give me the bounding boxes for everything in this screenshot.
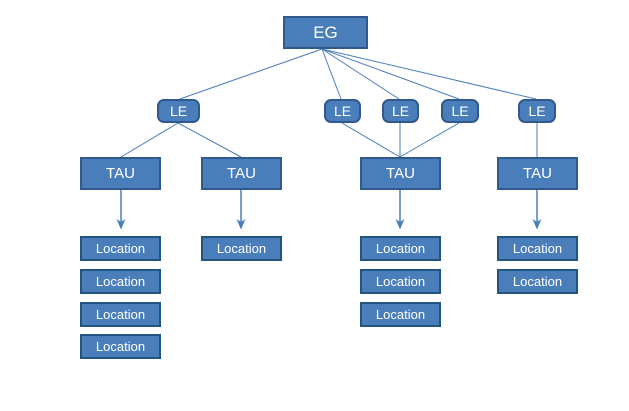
node-location-c1-1[interactable]: Location — [80, 236, 161, 261]
node-tau-label: TAU — [227, 165, 256, 182]
node-le-4[interactable]: LE — [441, 99, 479, 123]
node-location-label: Location — [512, 274, 563, 289]
edge-le4-tau3 — [399, 122, 460, 158]
node-location-label: Location — [95, 241, 146, 256]
edge-le2-tau3 — [341, 122, 401, 158]
node-tau-3[interactable]: TAU — [360, 157, 441, 190]
node-le-5[interactable]: LE — [518, 99, 556, 123]
node-location-c1-2[interactable]: Location — [80, 269, 161, 294]
node-location-c1-4[interactable]: Location — [80, 334, 161, 359]
node-location-label: Location — [216, 241, 267, 256]
node-le-1[interactable]: LE — [157, 99, 200, 123]
node-le-2[interactable]: LE — [324, 99, 361, 123]
edges-le-to-tau — [120, 122, 538, 158]
node-eg-label: EG — [313, 23, 338, 42]
node-location-label: Location — [95, 307, 146, 322]
node-location-label: Location — [512, 241, 563, 256]
node-location-c3-3[interactable]: Location — [360, 302, 441, 327]
edges-eg-to-le — [179, 48, 537, 100]
node-le-label: LE — [451, 103, 469, 119]
node-location-c2-1[interactable]: Location — [201, 236, 282, 261]
node-le-label: LE — [391, 103, 410, 119]
node-tau-2[interactable]: TAU — [201, 157, 282, 190]
node-le-label: LE — [169, 103, 188, 119]
node-location-c4-2[interactable]: Location — [497, 269, 578, 294]
node-le-label: LE — [528, 103, 546, 119]
node-location-c4-1[interactable]: Location — [497, 236, 578, 261]
edge-eg-le3 — [321, 48, 400, 100]
node-location-label: Location — [375, 307, 426, 322]
node-location-c3-1[interactable]: Location — [360, 236, 441, 261]
edge-eg-le4 — [321, 48, 460, 100]
node-location-c1-3[interactable]: Location — [80, 302, 161, 327]
node-location-label: Location — [375, 241, 426, 256]
node-eg[interactable]: EG — [283, 16, 368, 49]
node-location-label: Location — [95, 339, 146, 354]
node-tau-1[interactable]: TAU — [80, 157, 161, 190]
node-tau-label: TAU — [106, 165, 135, 182]
edge-eg-le5 — [321, 48, 537, 100]
node-tau-label: TAU — [386, 165, 415, 182]
node-location-label: Location — [375, 274, 426, 289]
edge-eg-le2 — [321, 48, 342, 100]
node-location-label: Location — [95, 274, 146, 289]
node-le-label: LE — [333, 103, 352, 119]
edge-le1-tau2 — [177, 122, 242, 158]
node-tau-4[interactable]: TAU — [497, 157, 578, 190]
node-location-c3-2[interactable]: Location — [360, 269, 441, 294]
node-tau-label: TAU — [523, 165, 552, 182]
node-le-3[interactable]: LE — [382, 99, 419, 123]
edge-eg-le1 — [179, 48, 323, 100]
edges-tau-to-location — [116, 190, 542, 230]
edge-le1-tau1 — [120, 122, 179, 158]
